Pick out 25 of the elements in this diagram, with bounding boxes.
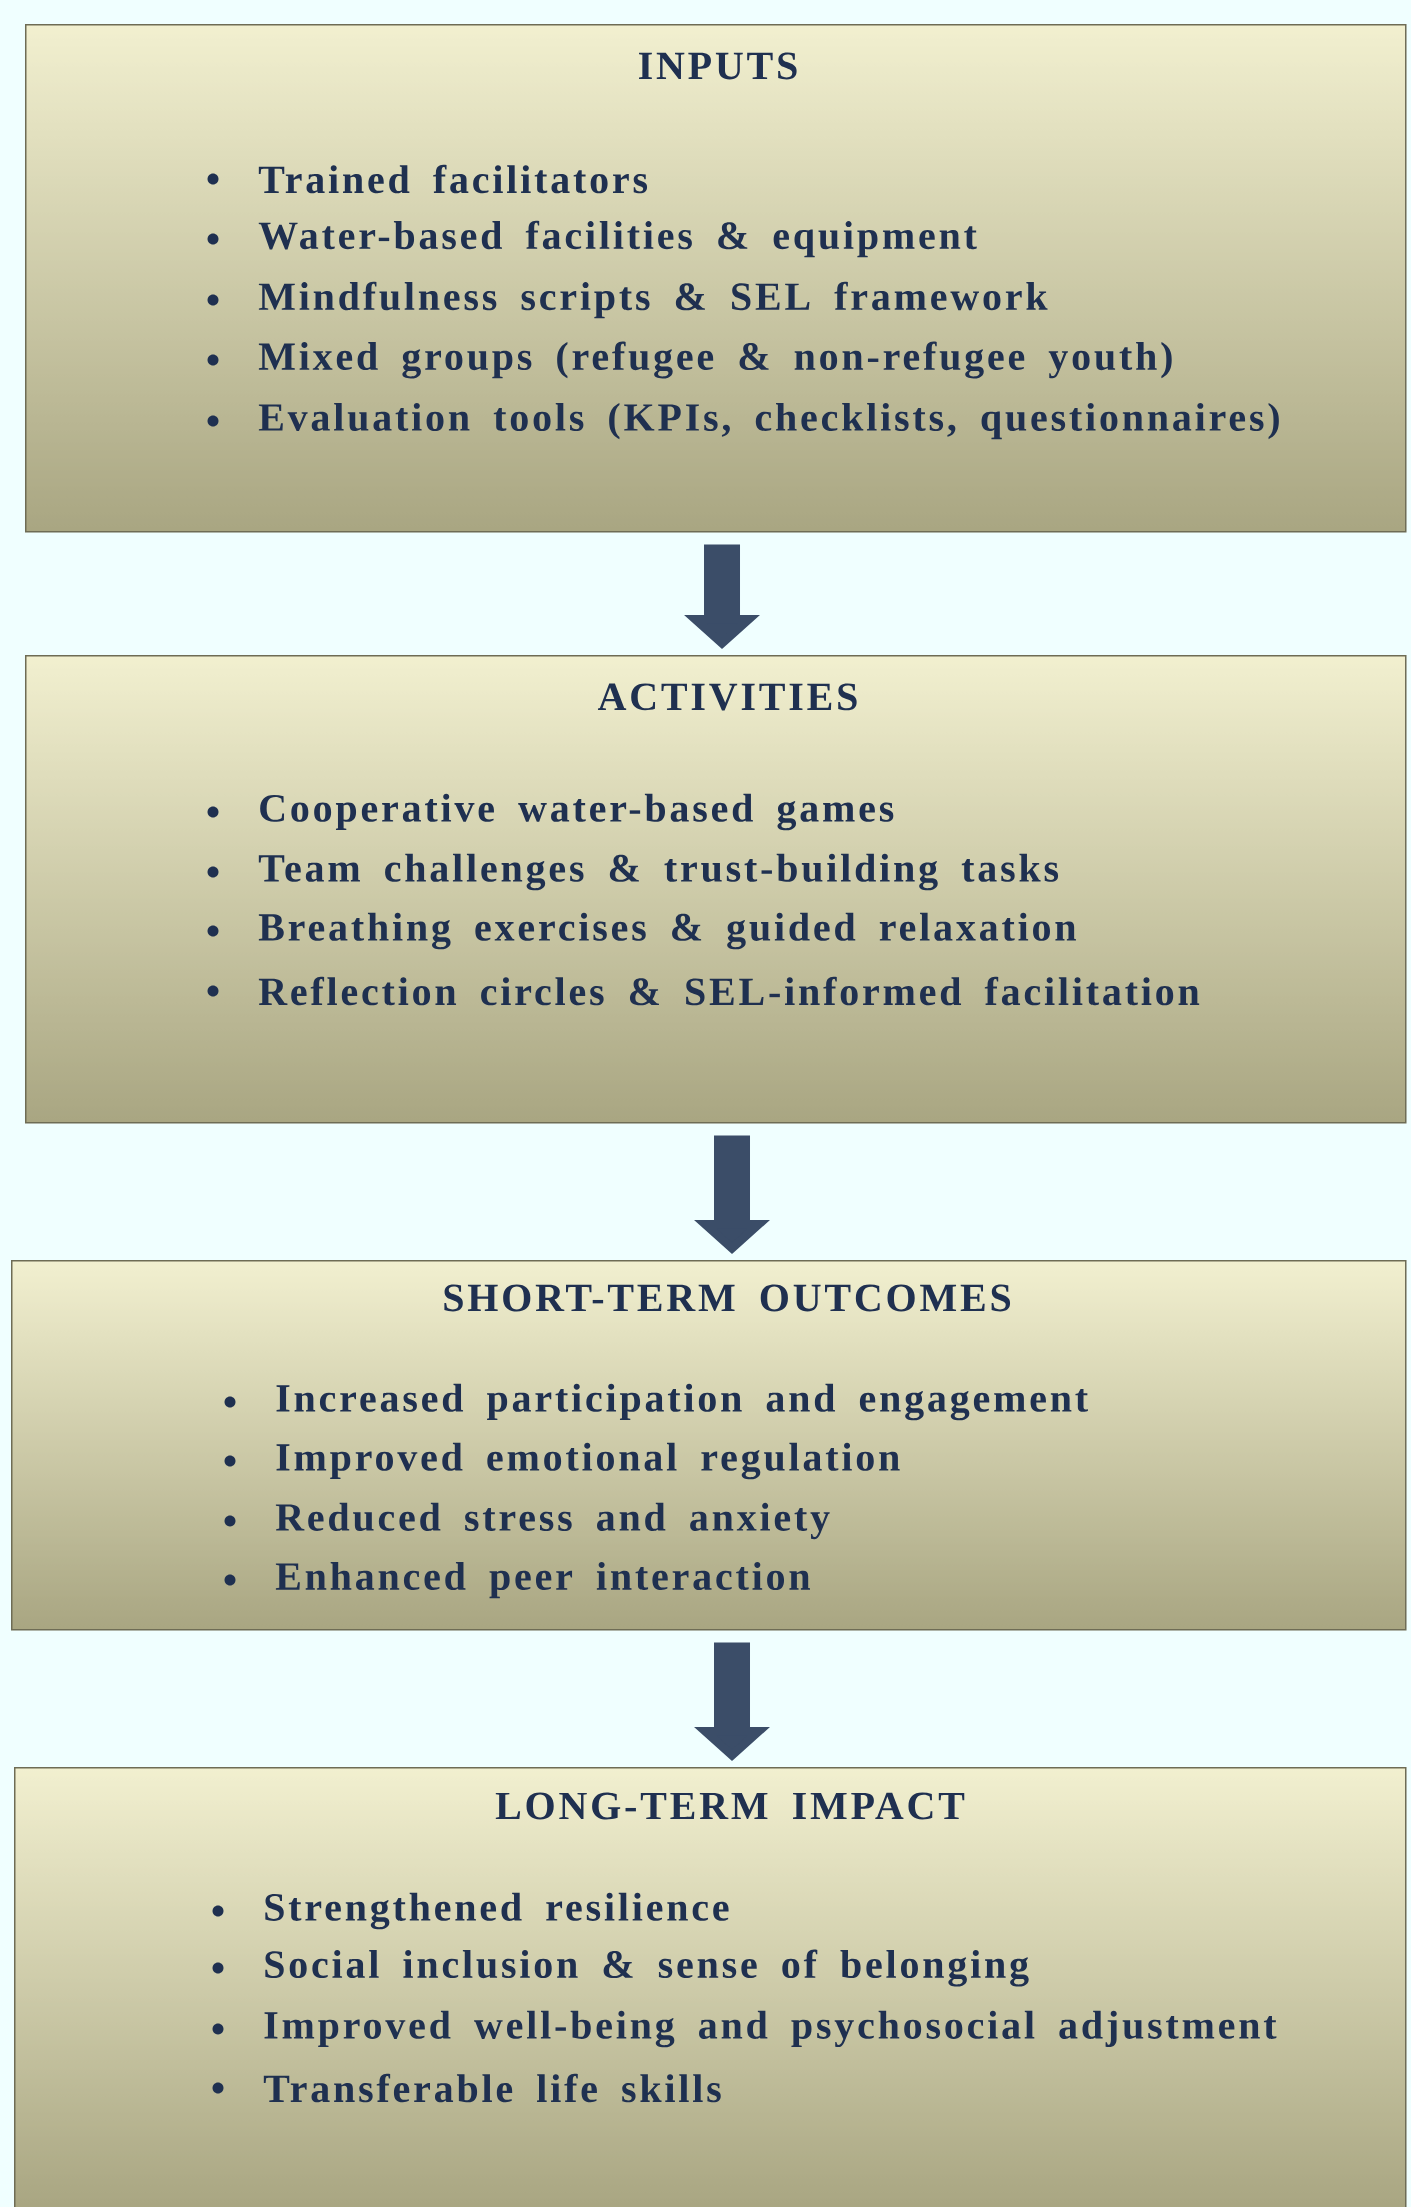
bullet-item: Evaluation tools (KPIs, checklists, questionnaires) — [258, 402, 1279, 440]
bullet-item: Cooperative water-based games — [260, 793, 894, 831]
bullet-item: Water-based facilities & equipment — [258, 220, 977, 258]
stage-box — [14, 1767, 1407, 2207]
box-heading: LONG-TERM IMPACT — [495, 1792, 965, 1820]
bullet-item: Improved emotional regulation — [276, 1442, 900, 1480]
bullet-item: Mindfulness scripts & SEL framework — [258, 281, 1048, 319]
bullet-item: Social inclusion & sense of belonging — [265, 1949, 1029, 1987]
stage-box — [25, 655, 1407, 1124]
bullet-item: Reduced stress and anxiety — [275, 1502, 830, 1540]
box-heading: INPUTS — [639, 52, 797, 80]
bullet-item: Team challenges & trust-building tasks — [258, 853, 1059, 891]
bullet-item: Mixed groups (refugee & non-refugee youth) — [258, 341, 1172, 379]
bullet-item: Trained facilitators — [258, 164, 648, 194]
box-heading: SHORT-TERM OUTCOMES — [444, 1284, 1011, 1312]
bullet-item: Increased participation and engagement — [276, 1383, 1088, 1421]
bullet-item: Reflection circles & SEL-informed facilitation — [258, 976, 1200, 1006]
stage-box — [25, 24, 1407, 533]
bullet-item: Breathing exercises & guided relaxation — [258, 912, 1076, 950]
bullet-item: Improved well-being and psychosocial adjustment — [264, 2010, 1277, 2048]
stage-box — [11, 1260, 1407, 1631]
bullet-item: Transferable life skills — [263, 2073, 721, 2103]
bullet-item: Strengthened resilience — [265, 1892, 729, 1930]
box-heading: ACTIVITIES — [598, 683, 857, 711]
bullet-item: Enhanced peer interaction — [275, 1561, 810, 1599]
